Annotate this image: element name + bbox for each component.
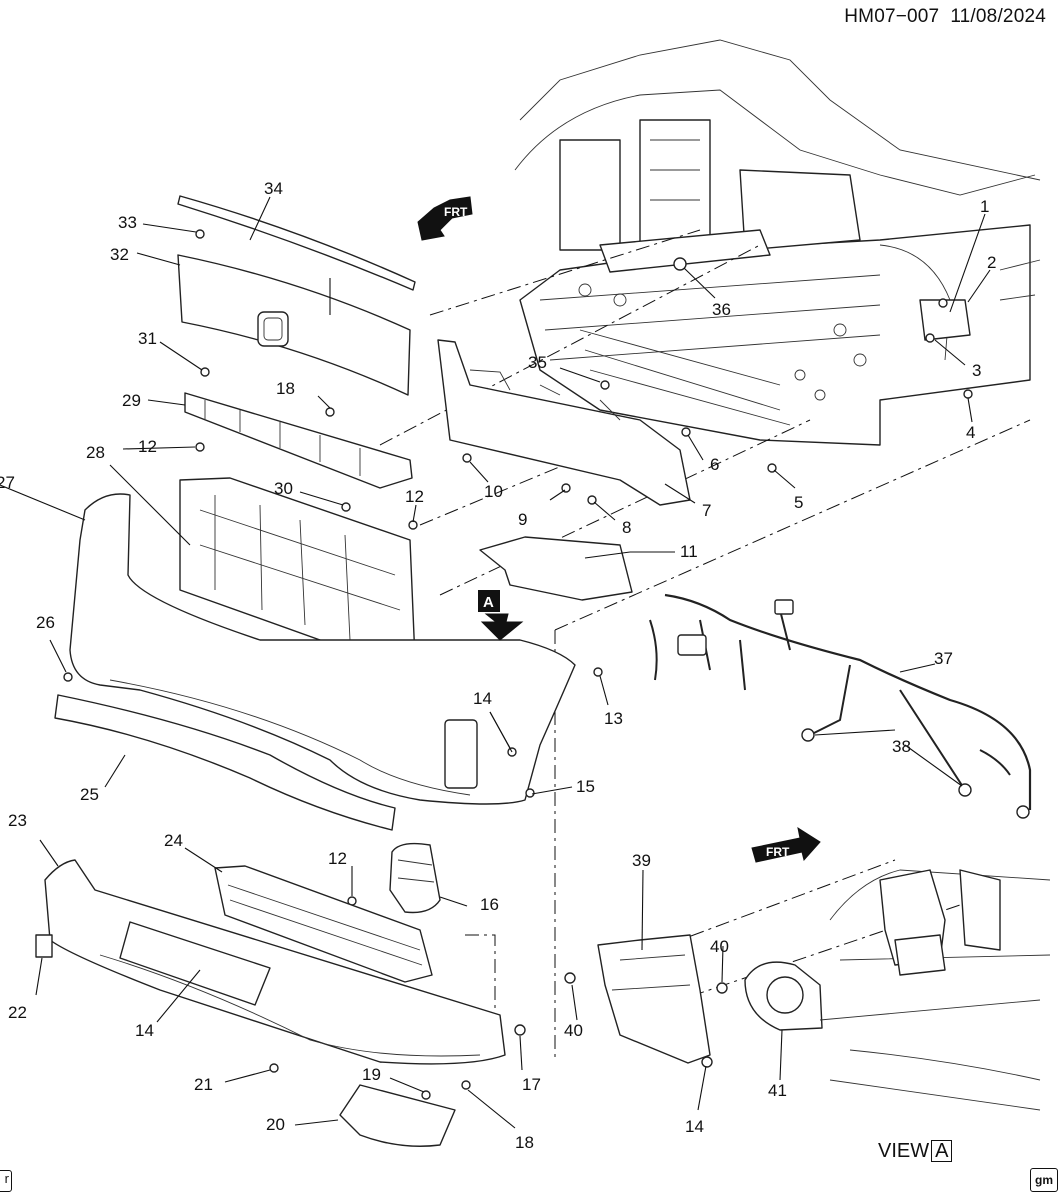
part-32-grille-panel: [177, 254, 411, 396]
emblem: [257, 311, 289, 347]
callout-35: 35: [528, 353, 547, 372]
callout-3: 3: [972, 361, 981, 380]
part-24-lower-grille: [214, 865, 433, 983]
view-a-marker: A: [478, 590, 524, 641]
callout-22: 22: [8, 1003, 27, 1022]
callout-23: 23: [8, 811, 27, 830]
callout-8: 8: [622, 518, 631, 537]
callout-6: 6: [710, 455, 719, 474]
callout-38: 38: [892, 737, 911, 756]
callout-14-c: 14: [685, 1117, 704, 1136]
callout-36: 36: [712, 300, 731, 319]
callout-15: 15: [576, 777, 595, 796]
callout-19: 19: [362, 1065, 381, 1084]
part-20-skid-plate: [339, 1084, 456, 1147]
callout-11: 11: [680, 542, 698, 561]
callout-18-b: 18: [515, 1133, 534, 1152]
part-23-lower-fascia: [44, 859, 506, 1065]
callout-17: 17: [522, 1075, 541, 1094]
front-direction-arrow-lower: FRT: [751, 826, 821, 863]
part-35-impact-bar-bracket: [437, 339, 691, 506]
document-id: HM07−007: [844, 6, 940, 27]
view-a-inset: [819, 869, 1051, 1111]
part-25-lower-deflector: [54, 694, 396, 831]
document-date: 11/08/2024: [950, 6, 1046, 27]
callout-21: 21: [194, 1075, 213, 1094]
callout-1: 1: [980, 197, 989, 216]
callout-16: 16: [480, 895, 499, 914]
frt-label-upper: FRT: [444, 205, 468, 219]
fasteners: [63, 229, 973, 1100]
callout-18-a: 18: [276, 379, 295, 398]
part-16-bezel: [389, 842, 441, 914]
leader-lines: [0, 196, 991, 1129]
view-caption-text: VIEW: [878, 1140, 930, 1162]
callout-12-b: 12: [405, 487, 424, 506]
alignment-lines: [379, 229, 1031, 1060]
callout-33: 33: [118, 213, 137, 232]
callout-37: 37: [934, 649, 953, 668]
callout-39: 39: [632, 851, 651, 870]
fascia-opening: [444, 719, 478, 789]
callout-14-a: 14: [473, 689, 492, 708]
callout-31: 31: [138, 329, 157, 348]
part-22-clip: [35, 934, 53, 958]
callout-10: 10: [484, 482, 503, 501]
callout-labels: 1 2 3 4 5 6 7 8 9 10 11 12 12 12 13 14 1…: [0, 179, 996, 1152]
diagram-header: HM07−007 11/08/2024: [844, 6, 1046, 28]
front-direction-arrow-upper: FRT: [417, 196, 473, 241]
callout-9: 9: [518, 510, 527, 529]
view-a-marker-letter: A: [483, 594, 494, 611]
callout-32: 32: [110, 245, 129, 264]
callout-34: 34: [264, 179, 283, 198]
part-37-wiring-harness: [649, 593, 1032, 819]
callout-20: 20: [266, 1115, 285, 1134]
callout-25: 25: [80, 785, 99, 804]
callout-5: 5: [794, 493, 803, 512]
callout-14-b: 14: [135, 1021, 154, 1040]
callout-24: 24: [164, 831, 183, 850]
callout-41: 41: [768, 1081, 787, 1100]
callout-12-c: 12: [328, 849, 347, 868]
callout-40-b: 40: [564, 1021, 583, 1040]
callout-28: 28: [86, 443, 105, 462]
callout-13: 13: [604, 709, 623, 728]
callout-40-a: 40: [710, 937, 729, 956]
callout-2: 2: [987, 253, 996, 272]
part-29-upper-support: [184, 392, 413, 489]
callout-27: 27: [0, 473, 15, 492]
callout-7: 7: [702, 501, 711, 520]
vehicle-front-structure: [514, 39, 1041, 446]
callout-29: 29: [122, 391, 141, 410]
callout-4: 4: [966, 423, 975, 442]
gm-logo-icon: gm: [1030, 1168, 1058, 1192]
callout-30: 30: [274, 479, 293, 498]
view-caption-letter: A: [931, 1140, 953, 1162]
part-11-air-duct: [479, 536, 633, 601]
callout-12-a: 12: [138, 437, 157, 456]
callout-26: 26: [36, 613, 55, 632]
frt-label-lower: FRT: [766, 845, 790, 859]
part-39-corner-bracket: [597, 934, 711, 1064]
